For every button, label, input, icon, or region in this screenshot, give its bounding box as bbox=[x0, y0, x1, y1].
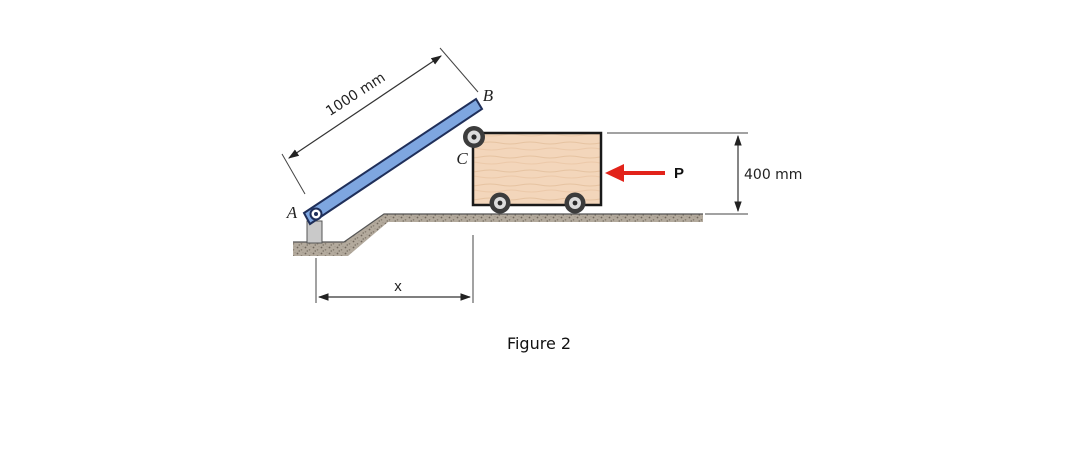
roller-c-icon bbox=[463, 126, 485, 148]
distance-label: x bbox=[394, 278, 402, 295]
point-c-label: C bbox=[456, 149, 468, 168]
ground bbox=[293, 213, 703, 256]
dimension-length bbox=[281, 47, 479, 195]
figure-caption: Figure 2 bbox=[507, 334, 571, 353]
point-b-label: B bbox=[483, 86, 494, 105]
wheel-left-icon bbox=[489, 192, 511, 214]
dimension-height bbox=[607, 132, 748, 215]
force-arrow bbox=[605, 164, 665, 182]
pin-a-icon bbox=[309, 207, 323, 221]
length-label: 1000 mm bbox=[323, 70, 388, 120]
crate bbox=[471, 131, 603, 207]
wheel-right-icon bbox=[564, 192, 586, 214]
height-label: 400 mm bbox=[744, 167, 802, 183]
point-a-label: A bbox=[286, 203, 298, 222]
dimension-x bbox=[315, 235, 474, 303]
force-label: P bbox=[674, 165, 684, 182]
